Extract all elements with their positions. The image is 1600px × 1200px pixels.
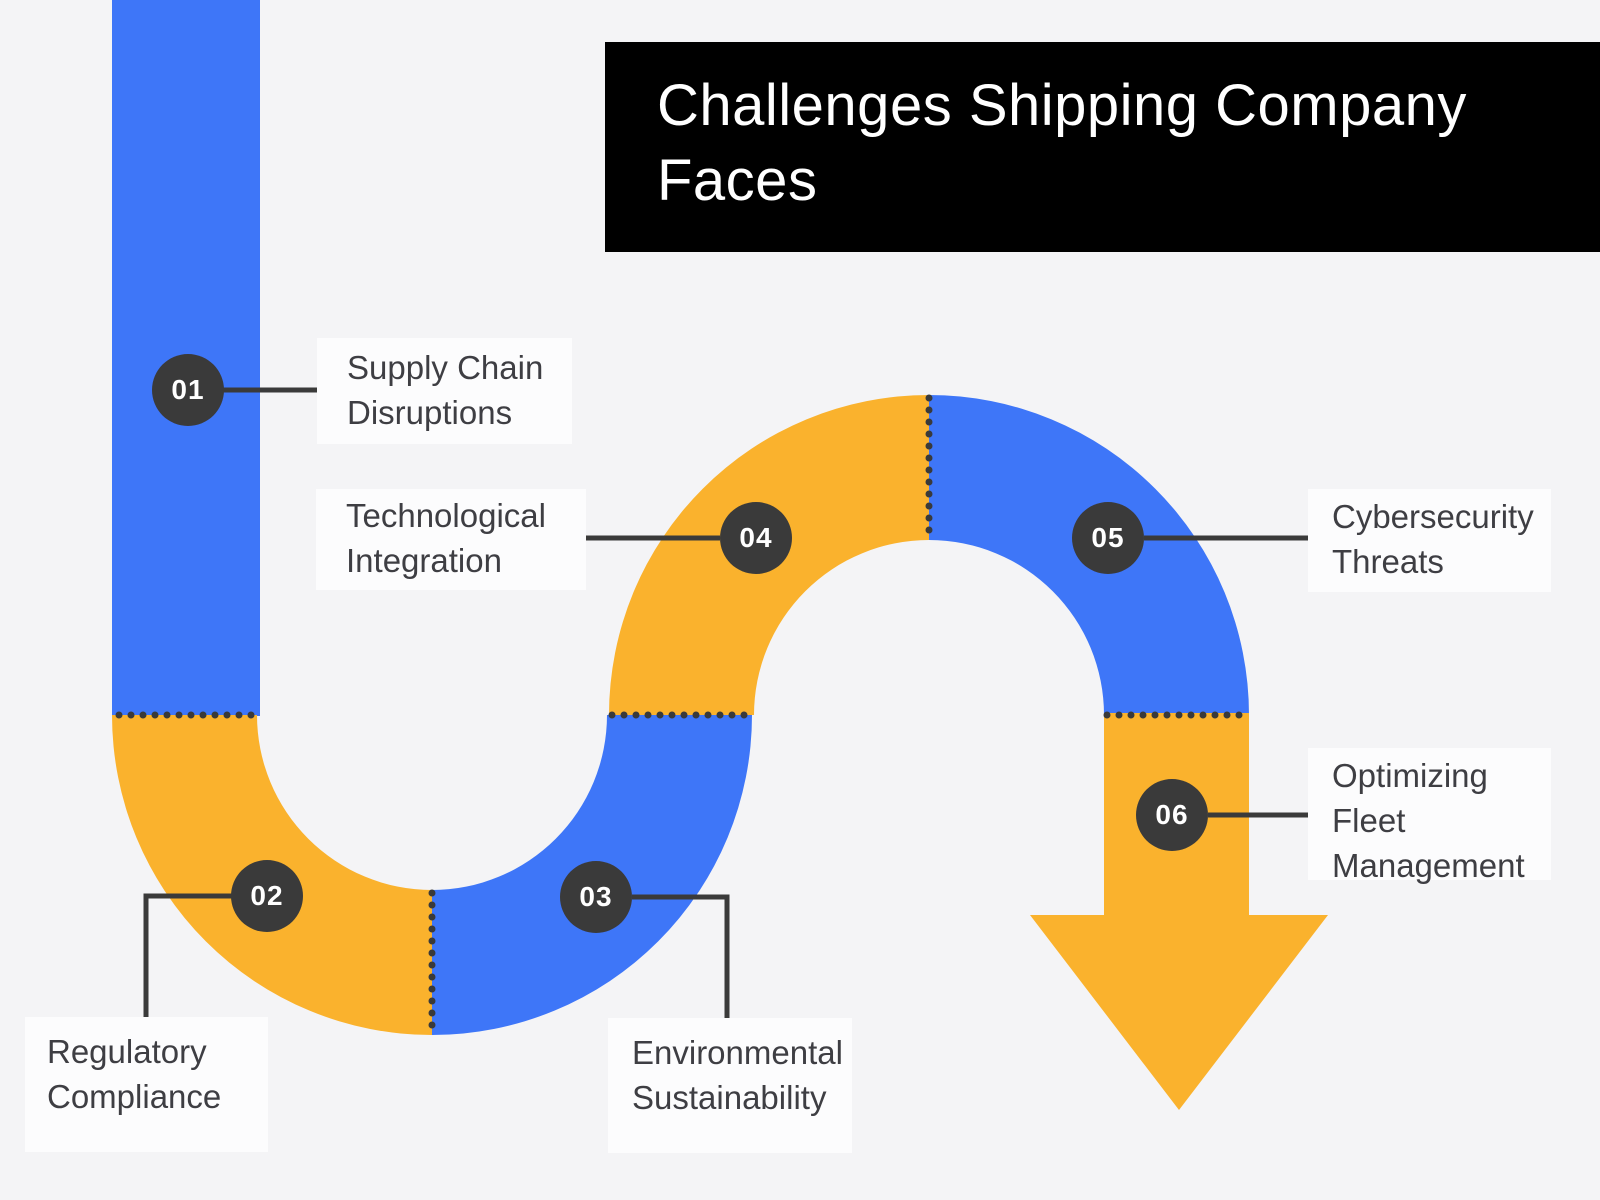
step-badge-02: 02: [231, 860, 303, 932]
step-number-02: 02: [250, 880, 284, 911]
step-number-04: 04: [739, 522, 773, 553]
step-label-supply-chain-disruptions: Supply Chain Disruptions: [347, 349, 544, 431]
path-segment-6-arrow: [1030, 713, 1328, 1110]
connector-02: [143, 893, 232, 1017]
step-label-optimizing-fleet-management: Optimizing Fleet Management: [1332, 757, 1525, 884]
step-label-technological-integration: Technological Integration: [346, 497, 546, 579]
connector-03: [632, 894, 730, 1018]
step-number-03: 03: [579, 881, 613, 912]
step-label-box-02: Regulatory Compliance: [25, 1017, 268, 1152]
step-number-05: 05: [1091, 522, 1125, 553]
step-label-box-05: Cybersecurity Threats: [1308, 489, 1551, 592]
step-number-06: 06: [1155, 799, 1189, 830]
step-number-01: 01: [171, 374, 205, 405]
step-label-box-06: Optimizing Fleet Management: [1308, 748, 1551, 884]
step-label-box-01: Supply Chain Disruptions: [317, 338, 572, 444]
page-title: Challenges Shipping Company Faces: [657, 73, 1467, 213]
title-box: Challenges Shipping Company Faces: [605, 42, 1600, 252]
step-badge-01: 01: [152, 354, 224, 426]
step-label-box-03: Environmental Sustainability: [608, 1018, 852, 1153]
step-label-regulatory-compliance: Regulatory Compliance: [47, 1033, 222, 1115]
step-label-cybersecurity-threats: Cybersecurity Threats: [1332, 498, 1534, 580]
step-badge-04: 04: [720, 502, 792, 574]
step-label-box-04: Technological Integration: [316, 489, 586, 590]
step-badge-03: 03: [560, 861, 632, 933]
step-badge-05: 05: [1072, 502, 1144, 574]
step-label-environmental-sustainability: Environmental Sustainability: [632, 1034, 843, 1116]
step-badge-06: 06: [1136, 779, 1208, 851]
